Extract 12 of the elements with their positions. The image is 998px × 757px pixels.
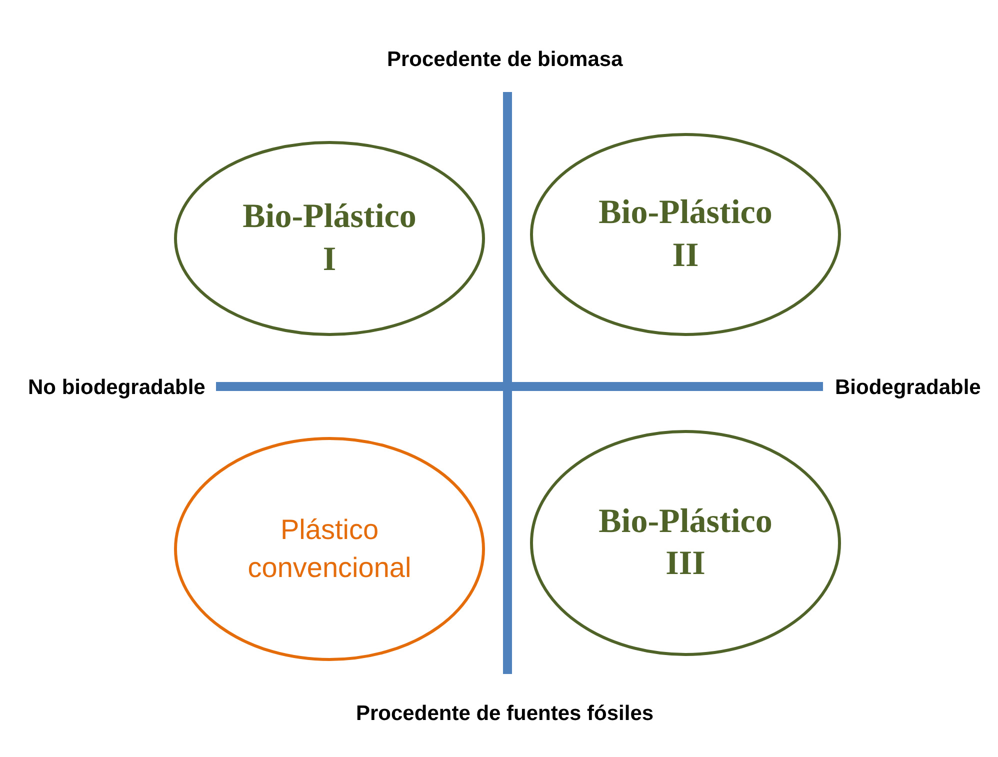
category-label: Plástico convencional — [246, 513, 412, 585]
category-ellipse — [530, 133, 841, 336]
axis-label: No biodegradable — [28, 376, 206, 400]
axis-label: Procedente de biomasa — [387, 48, 623, 72]
category-ellipse — [174, 437, 485, 661]
axis-label: Biodegradable — [835, 376, 981, 400]
category-label: Bio-Plástico III — [598, 502, 774, 584]
category-label: Bio-Plástico I — [242, 197, 418, 280]
category-ellipse — [174, 141, 485, 336]
axis-label: Procedente de fuentes fósiles — [356, 702, 654, 726]
category-ellipse — [530, 430, 841, 656]
category-label: Bio-Plástico II — [598, 193, 774, 276]
